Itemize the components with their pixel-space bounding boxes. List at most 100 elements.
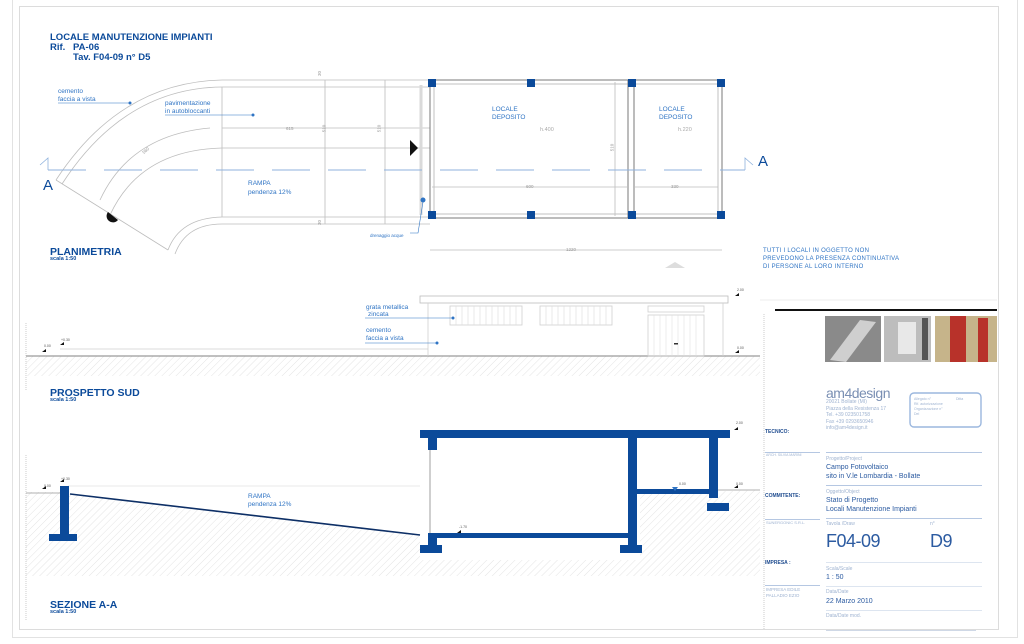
divider <box>765 585 820 586</box>
dim-330: 330 <box>671 184 679 189</box>
rif-value: PA-06 <box>73 42 100 53</box>
plan-view <box>55 79 723 255</box>
dim-30-top: 30 <box>317 70 323 77</box>
room-1-height: h.400 <box>540 127 554 133</box>
room-2-height: h.220 <box>678 127 692 133</box>
note-drenaggio: drenaggio acque <box>370 233 404 238</box>
dim-615: 615 <box>286 126 294 131</box>
stamp-rif2: Organizzazione n° <box>914 407 943 411</box>
divider <box>826 610 982 611</box>
stamp-ditta: Ditta <box>955 397 964 401</box>
level-right-sect: 0.00 <box>736 482 743 486</box>
divider <box>826 452 982 453</box>
garage-door <box>647 314 705 357</box>
door-handle <box>674 343 678 345</box>
divider <box>826 485 982 486</box>
retaining-wall <box>60 486 69 538</box>
tav-reference: Tav. F04-09 n° D5 <box>73 52 151 63</box>
pillar <box>717 211 725 219</box>
data-value: 22 Marzo 2010 <box>826 598 873 605</box>
note-rampa-1: RAMPA <box>248 180 271 187</box>
plan-pillars <box>428 79 725 219</box>
num-value: D9 <box>930 531 953 551</box>
prospetto-scale: scala 1:50 <box>50 397 77 403</box>
dim-600: 600 <box>526 184 534 189</box>
pillar <box>628 211 636 219</box>
ramp-outer-wall <box>55 79 430 181</box>
tavola-label: Tavola /Draw <box>826 521 855 527</box>
company-logo: am4design <box>826 385 891 401</box>
address-line: Piazza della Resistenza 17 <box>826 405 887 412</box>
committente-label: COMMITENTE: <box>765 493 801 499</box>
room-2-label-2: DEPOSITO <box>659 114 693 121</box>
divider <box>765 519 820 520</box>
section-arrow-right <box>744 157 754 170</box>
floor-slab-upper <box>637 489 709 494</box>
level-ground-sect: 0.00 <box>44 484 51 488</box>
beam <box>428 438 437 450</box>
entrance-arrow-icon <box>410 140 418 156</box>
column <box>709 438 718 498</box>
scala-value: 1 : 50 <box>826 574 844 581</box>
level-plus030-sect: +0.30 <box>61 477 70 481</box>
divider <box>826 586 982 587</box>
section-marker-right: A <box>758 153 769 170</box>
disclaimer-line-3: DI PERSONE AL LORO INTERNO <box>763 264 864 270</box>
sezione-rampa-2: pendenza 12% <box>248 501 292 508</box>
elevation-view <box>25 295 760 390</box>
data-label: Data/Date <box>826 589 849 595</box>
level-ground-elev: 0.00 <box>44 344 51 348</box>
oggetto-label: Oggetto/Object <box>826 489 860 495</box>
column <box>628 438 637 548</box>
address-line: info@am4design.it <box>826 425 868 431</box>
dim-1220: 1220 <box>566 247 577 252</box>
progetto-line-2: sito in V.le Lombardia - Bollate <box>826 473 921 480</box>
column-base <box>428 533 437 548</box>
level-bottom-sect: -1.70 <box>459 525 467 529</box>
section-view <box>25 430 760 620</box>
room-1-label-2: DEPOSITO <box>492 114 526 121</box>
address-line: 20021 Bollate (MI) <box>826 399 867 405</box>
note-grata-1: grata metallica <box>366 304 409 311</box>
stamp-rif1: Rif. autorizzazione <box>914 402 943 406</box>
note-cemento-elev-2: faccia a vista <box>366 335 404 342</box>
ramp-slope <box>69 493 421 536</box>
floor-slab-lower <box>428 533 637 538</box>
divider <box>826 518 982 519</box>
address-line: Tel. +39 023501758 <box>826 412 871 418</box>
tecnico-value: ARCH. SILVIA MARINI <box>766 453 802 457</box>
impresa-value-2: PALLADIO EZIO <box>766 593 800 598</box>
section-arrow-left <box>39 157 49 170</box>
stamp-del: Del <box>914 412 920 416</box>
footing <box>49 534 77 541</box>
roof-slab-section <box>420 430 730 438</box>
ramp-inner-wall <box>167 216 430 251</box>
fine-print <box>826 630 976 631</box>
north-marker-icon <box>665 262 685 268</box>
sezione-scale: scala 1:50 <box>50 609 77 615</box>
divider <box>826 562 982 563</box>
room-2-label-1: LOCALE <box>659 106 685 113</box>
note-pavimentazione-1: pavimentazione <box>165 100 211 107</box>
level-top-sect: 2.00 <box>736 421 743 425</box>
dim-30-bottom: 30 <box>317 219 323 226</box>
oggetto-line-2: Locali Manutenzione Impianti <box>826 506 917 513</box>
pillar <box>527 211 535 219</box>
scala-label: Scala/Scale <box>826 566 853 572</box>
footing <box>707 503 729 511</box>
note-cemento-2: faccia a vista <box>58 96 96 103</box>
planimetria-scale: scala 1:50 <box>50 256 77 262</box>
level-markers <box>42 293 739 533</box>
datamod-label: Data/Date mod. <box>826 613 862 619</box>
level-top-elev: 2.00 <box>737 288 744 292</box>
level-plus030-elev: +0.30 <box>61 338 70 342</box>
divider <box>765 452 820 453</box>
progetto-line-1: Campo Fotovoltaico <box>826 464 889 471</box>
pillar <box>527 79 535 87</box>
pillar <box>717 79 725 87</box>
address-line: Fax +39 0293650946 <box>826 418 874 425</box>
planimetria-title: PLANIMETRIA <box>50 246 122 258</box>
drawing-title: LOCALE MANUTENZIONE IMPIANTI <box>50 32 213 43</box>
footing <box>420 545 442 553</box>
